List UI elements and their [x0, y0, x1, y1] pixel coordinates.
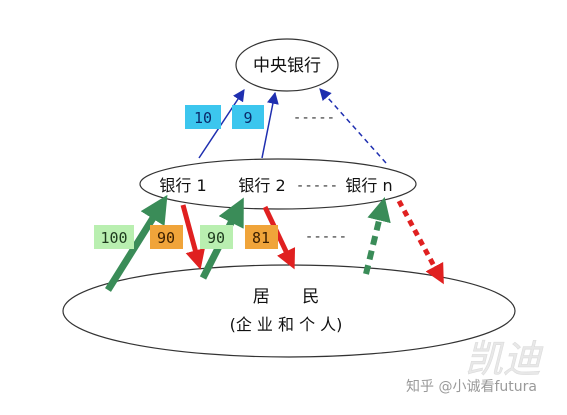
svg-text:90: 90	[207, 229, 225, 247]
deposit-arrow-bankn	[363, 197, 391, 275]
bank-n-label: 银行 n	[345, 176, 392, 195]
svg-text:10: 10	[194, 109, 212, 127]
bank-dashes: -----	[296, 178, 338, 194]
loan-arrow-bankn	[396, 199, 444, 285]
reserve-arrow-bankn	[319, 88, 387, 164]
deposit-label-100: 100	[94, 225, 134, 249]
reserve-label-bank1: 10	[185, 105, 221, 129]
bank-1-label: 银行 1	[159, 176, 206, 195]
svg-text:90: 90	[157, 229, 175, 247]
svg-text:迪: 迪	[503, 337, 544, 381]
reserve-label-bank2: 9	[232, 105, 264, 129]
watermark-logo: 凯 迪	[465, 337, 545, 382]
loan-arrow-bank1	[180, 204, 205, 270]
deposit-label-90: 90	[200, 225, 233, 249]
central-bank-label: 中央银行	[253, 56, 321, 76]
residents-subtitle: (企 业 和 个 人)	[230, 315, 343, 334]
loan-arrow-bank2	[262, 205, 296, 270]
bank-2-label: 银行 2	[238, 176, 285, 195]
central-bank-ellipse	[235, 38, 339, 92]
reserve-arrow-bank1	[198, 88, 245, 159]
svg-text:100: 100	[100, 229, 127, 247]
loan-label-90: 90	[150, 225, 183, 249]
deposit-arrow-bank1	[105, 194, 168, 292]
banks-ellipse	[139, 158, 417, 210]
reserve-dashes: -----	[293, 110, 335, 126]
residents-ellipse	[62, 264, 516, 358]
svg-text:9: 9	[243, 109, 252, 127]
watermark-author: 知乎 @小诚看futura	[406, 379, 537, 395]
residents-title: 居 民	[253, 287, 319, 307]
loan-label-81: 81	[245, 225, 278, 249]
svg-text:81: 81	[252, 229, 270, 247]
reserve-arrow-bank2	[261, 91, 279, 159]
flow-dashes: -----	[305, 229, 347, 245]
svg-text:凯: 凯	[465, 337, 505, 381]
